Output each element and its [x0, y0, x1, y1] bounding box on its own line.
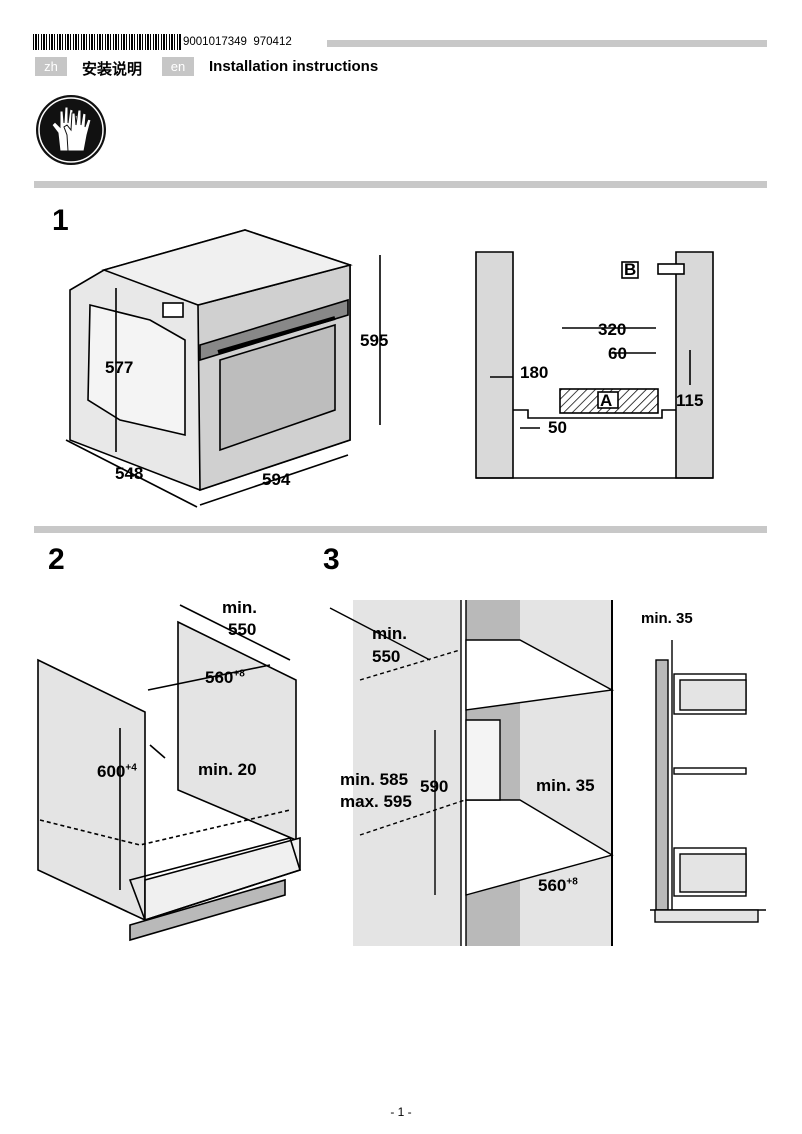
lang-badge-en: en	[162, 57, 194, 76]
gloves-icon	[36, 95, 106, 165]
dim-min-20: min. 20	[198, 760, 257, 779]
dim-548: 548	[115, 464, 144, 483]
dim-577: 577	[105, 358, 134, 377]
dim-590: 590	[420, 777, 449, 796]
section-separator	[34, 181, 767, 188]
dim-594: 594	[262, 470, 291, 489]
title-en: Installation instructions	[209, 58, 379, 75]
dim-min-585: min. 585	[340, 770, 409, 789]
header-rule	[327, 40, 767, 47]
dim-560: 560+8	[538, 876, 578, 895]
dim-min-label: min.	[222, 598, 257, 617]
section-separator	[34, 526, 767, 533]
dim-560: 560+8	[205, 668, 245, 687]
dim-595: 595	[360, 331, 389, 350]
dim-115: 115	[676, 391, 704, 410]
lang-badge-zh: zh	[35, 57, 67, 76]
dim-min-35: min. 35	[536, 776, 595, 795]
page-number: - 1 -	[390, 1105, 412, 1119]
dim-side-min-35: min. 35	[641, 610, 693, 627]
step-number: 2	[48, 543, 65, 576]
dim-max-595: max. 595	[340, 792, 412, 811]
area-a-label: A	[600, 391, 613, 410]
dim-550: 550	[372, 647, 401, 666]
dim-320: 320	[598, 320, 627, 339]
dim-min-label: min.	[372, 624, 407, 643]
dim-550: 550	[228, 620, 257, 639]
dim-60: 60	[608, 344, 627, 363]
dim-50: 50	[548, 418, 567, 437]
title-zh: 安装说明	[82, 61, 143, 78]
step-number: 1	[52, 204, 69, 237]
step-number: 3	[323, 543, 340, 576]
dim-600: 600+4	[97, 762, 137, 781]
dim-180: 180	[520, 363, 549, 382]
barcode	[33, 34, 181, 50]
doc-number: 9001017349 970412	[183, 36, 292, 48]
bracket-b-label: B	[624, 260, 637, 279]
